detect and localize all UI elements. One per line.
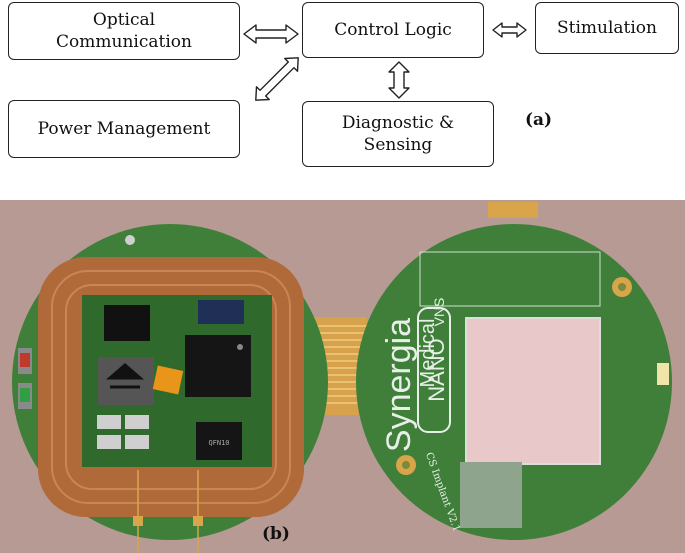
blank-chip <box>460 462 522 528</box>
power-management-block: Power Management <box>8 100 240 158</box>
arrow-optical-control <box>243 24 299 44</box>
diagnostic-sensing-label: Diagnostic & Sensing <box>341 113 455 155</box>
control-logic-label: Control Logic <box>334 20 452 40</box>
battery-window <box>465 317 601 465</box>
diagnostic-sensing-block: Diagnostic & Sensing <box>302 101 494 167</box>
power-management-label: Power Management <box>37 119 211 139</box>
stimulation-block: Stimulation <box>535 2 679 54</box>
pcb-render: QFN10 Synergia Medical NANO VNS CS Impla… <box>0 200 685 553</box>
top-pads <box>488 202 538 218</box>
qfn-chip-label: QFN10 <box>208 439 229 447</box>
optical-communication-label: Optical Communication <box>56 10 192 52</box>
logo-nano: NANO <box>424 338 449 402</box>
arrow-power-control <box>255 57 299 101</box>
arrow-control-stimulation <box>492 22 527 38</box>
panel-b-label: (b) <box>262 524 290 544</box>
crystal <box>198 300 244 324</box>
orange-component <box>152 365 184 395</box>
stimulation-label: Stimulation <box>556 18 657 38</box>
logo-vns: VNS <box>431 298 447 327</box>
brand-line1: Synergia <box>380 318 418 452</box>
brand-logo: Synergia Medical <box>380 318 439 452</box>
qfn-chip <box>196 422 242 460</box>
block-arrows <box>243 22 527 101</box>
panel-a-label: (a) <box>525 110 553 130</box>
antenna-outline <box>419 251 601 307</box>
ic-small <box>104 305 150 341</box>
brand-line2: Medical <box>417 319 439 388</box>
control-logic-block: Control Logic <box>302 2 484 58</box>
optical-communication-block: Optical Communication <box>8 2 240 60</box>
arrow-control-diagnostic <box>388 61 410 99</box>
